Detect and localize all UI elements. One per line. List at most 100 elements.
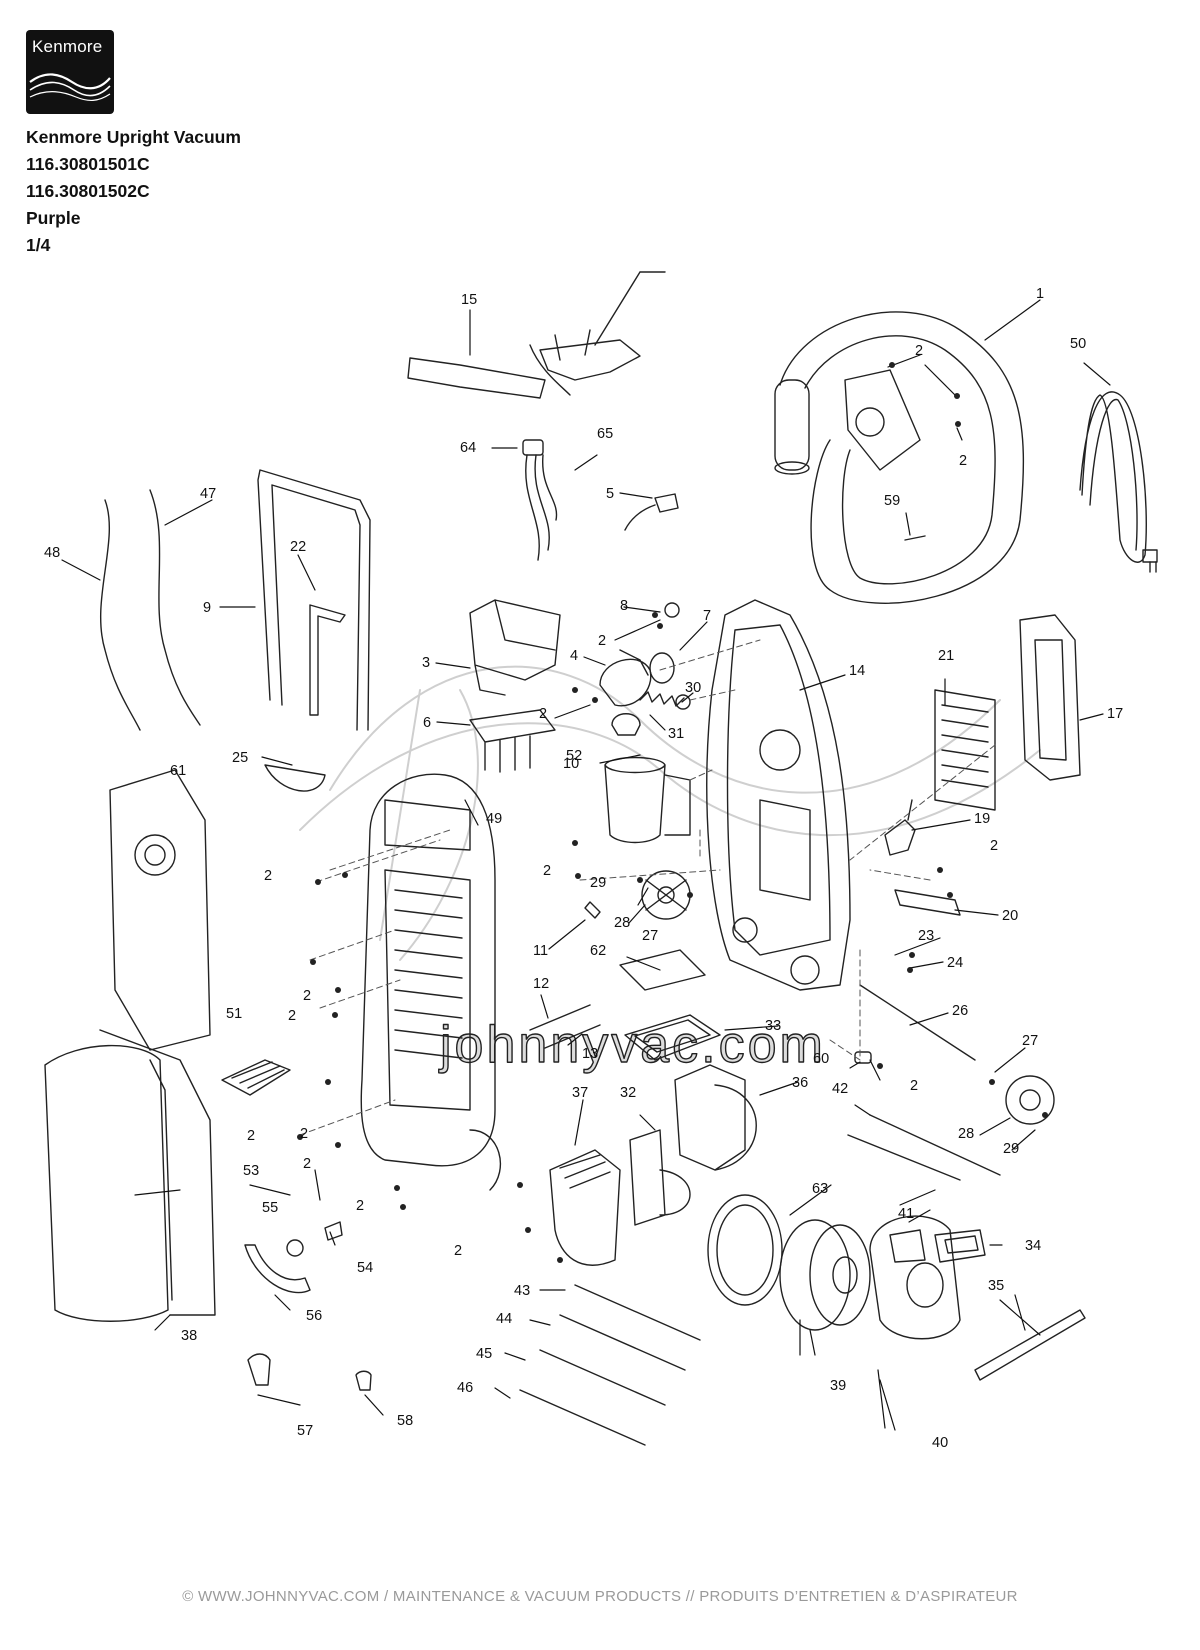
callout-2: 2 (303, 1156, 311, 1172)
part-filter-door-17 (1019, 614, 1081, 781)
callout-31: 31 (668, 726, 684, 742)
callout-37: 37 (572, 1085, 588, 1101)
callout-3: 3 (422, 655, 430, 671)
callout-41: 41 (898, 1206, 914, 1222)
header-color: Purple (26, 208, 81, 228)
callout-32: 32 (620, 1085, 636, 1101)
part-wire-13 (544, 1024, 601, 1049)
callout-13: 13 (582, 1046, 598, 1062)
callout-46: 46 (457, 1380, 473, 1396)
part-wire-12 (529, 1004, 591, 1031)
callout-20: 20 (1002, 908, 1018, 924)
part-switch-11 (584, 901, 601, 919)
callout-1: 1 (1036, 286, 1044, 302)
callout-38: 38 (181, 1328, 197, 1344)
callout-23: 23 (918, 928, 934, 944)
callout-57: 57 (297, 1423, 313, 1439)
callout-14: 14 (849, 663, 865, 679)
part-ring-7 (649, 652, 675, 684)
callout-49: 49 (486, 811, 502, 827)
callout-2: 2 (264, 868, 272, 884)
part-power-cord (1079, 391, 1158, 573)
part-wirenut-58 (355, 1370, 372, 1391)
copyright-footer: © WWW.JOHNNYVAC.COM / MAINTENANCE & VACU… (182, 1588, 1018, 1605)
part-ring-63 (707, 1194, 783, 1306)
callout-35: 35 (988, 1278, 1004, 1294)
part-latch-19 (884, 799, 916, 856)
callout-40: 40 (932, 1435, 948, 1451)
callout-51: 51 (226, 1006, 242, 1022)
part-screw-59 (904, 535, 926, 541)
part-gasket-6 (469, 709, 556, 773)
callout-63: 63 (812, 1181, 828, 1197)
part-ball-30 (675, 694, 691, 710)
callout-54: 54 (357, 1260, 373, 1276)
watermark: johnnyvac.com (299, 665, 1041, 1075)
callout-2: 2 (959, 453, 967, 469)
part-filter-21 (934, 689, 996, 811)
callout-2: 2 (454, 1243, 462, 1259)
part-rod-22 (309, 604, 346, 716)
part-bag-door-38 (44, 1044, 169, 1322)
part-strip-35 (974, 1309, 1086, 1381)
callout-2: 2 (990, 838, 998, 854)
callout-leaders (61, 299, 1111, 1431)
callout-42: 42 (832, 1081, 848, 1097)
part-body-rear-14 (706, 599, 851, 991)
part-pad-62 (619, 949, 706, 991)
callout-53: 53 (243, 1163, 259, 1179)
callout-25: 25 (232, 750, 248, 766)
part-motor-housing-40 (869, 1215, 961, 1340)
part-wire-47 (149, 489, 201, 726)
callout-6: 6 (423, 715, 431, 731)
part-pedal-20 (894, 889, 961, 916)
callout-65: 65 (597, 426, 613, 442)
part-wire-48 (99, 499, 141, 731)
callout-27: 27 (1022, 1033, 1038, 1049)
model-header: Kenmore Upright Vacuum 116.30801501C 116… (26, 124, 241, 259)
callout-58: 58 (397, 1413, 413, 1429)
part-wire-44 (559, 1314, 686, 1371)
logo-waves-icon (29, 73, 111, 101)
callout-4: 4 (570, 648, 578, 664)
part-duct-36 (674, 1064, 757, 1171)
part-wire-43 (574, 1284, 701, 1341)
part-frame-53 (99, 1029, 216, 1316)
part-bracket-32 (629, 1129, 691, 1226)
part-front-housing-49 (360, 773, 496, 1167)
callout-15: 15 (461, 292, 477, 308)
callout-2: 2 (247, 1128, 255, 1144)
callout-2: 2 (915, 343, 923, 359)
header-title: Kenmore Upright Vacuum (26, 127, 241, 147)
callout-29: 29 (1003, 1141, 1019, 1157)
part-clip-52 (611, 713, 641, 736)
header-model-2: 116.30801502C (26, 181, 150, 201)
callout-36: 36 (792, 1075, 808, 1091)
kenmore-logo: Kenmore (26, 30, 114, 114)
part-switch-board (529, 329, 641, 396)
callout-2: 2 (910, 1078, 918, 1094)
callout-21: 21 (938, 648, 954, 664)
part-wire-41 (847, 1134, 961, 1181)
part-hose (774, 311, 1025, 604)
callout-56: 56 (306, 1308, 322, 1324)
callout-2: 2 (300, 1126, 308, 1142)
part-knob-8 (664, 602, 680, 618)
part-wire-45 (539, 1349, 666, 1406)
callout-44: 44 (496, 1311, 512, 1327)
part-bushing-60 (854, 1051, 872, 1064)
assembly-guides (299, 639, 996, 1136)
callout-7: 7 (703, 608, 711, 624)
part-cup-10 (604, 756, 691, 844)
part-connector-5 (624, 493, 679, 531)
callout-9: 9 (203, 600, 211, 616)
part-wire-46 (519, 1389, 646, 1446)
callout-28: 28 (958, 1126, 974, 1142)
callout-61: 61 (170, 763, 186, 779)
callout-48: 48 (44, 545, 60, 561)
callout-29: 29 (590, 875, 606, 891)
callout-24: 24 (947, 955, 963, 971)
callout-62: 62 (590, 943, 606, 959)
part-wheel-right (1005, 1075, 1055, 1125)
